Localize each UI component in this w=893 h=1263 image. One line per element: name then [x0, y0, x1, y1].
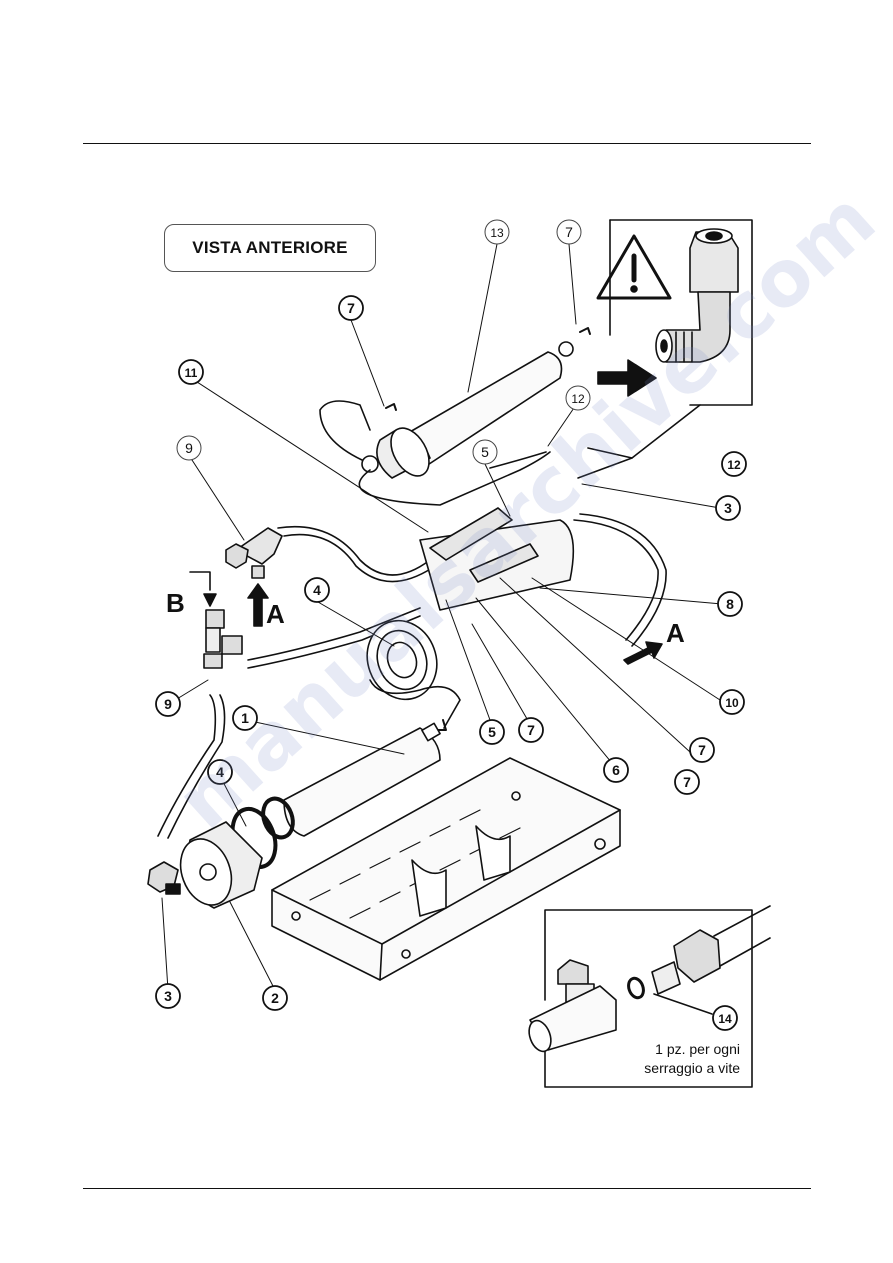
arrow-label-b: B — [166, 588, 185, 618]
flow-arrow-down-icon — [203, 593, 217, 607]
header-rule — [83, 143, 811, 144]
arrow-label-a2: A — [666, 618, 685, 648]
callout-number: 7 — [565, 224, 573, 240]
callout-number: 10 — [725, 696, 739, 710]
callout-c2: 2 — [262, 985, 288, 1011]
callout-number: 7 — [527, 722, 535, 738]
insert-arrow-icon — [597, 359, 657, 397]
callout-circle — [232, 705, 258, 731]
callout-number: 7 — [683, 774, 691, 790]
callout-number: 12 — [727, 458, 741, 472]
callout-c4b: 4 — [207, 759, 233, 785]
callout-c6: 6 — [603, 757, 629, 783]
callout-circle — [338, 295, 364, 321]
callout-circle — [721, 451, 747, 477]
callout-circle — [176, 435, 202, 461]
callout-circle — [155, 691, 181, 717]
callout-circle — [479, 719, 505, 745]
flow-arrow-up-icon — [247, 583, 269, 627]
callout-circle — [304, 577, 330, 603]
callout-c1: 1 — [232, 705, 258, 731]
callout-c12: 12 — [721, 451, 747, 477]
callout-number: 2 — [271, 990, 279, 1006]
ferrule-inset — [528, 905, 771, 1088]
callout-circle — [717, 591, 743, 617]
callout-number: 7 — [698, 742, 706, 758]
callout-number: 3 — [164, 988, 172, 1004]
callout-number: 6 — [612, 762, 620, 778]
callout-c3l: 3 — [155, 983, 181, 1009]
footer-rule — [83, 1188, 811, 1189]
note-line-1: 1 pz. per ogni — [655, 1041, 740, 1057]
callout-circle — [674, 769, 700, 795]
leader-lines — [161, 243, 723, 991]
warning-triangle-icon — [596, 234, 672, 300]
flow-arrow-out-icon — [623, 641, 663, 665]
callout-c3r: 3 — [715, 495, 741, 521]
callout-circle — [155, 983, 181, 1009]
tee-fitting-lower — [189, 571, 243, 669]
callout-c8: 8 — [717, 591, 743, 617]
callout-number: 4 — [313, 582, 321, 598]
callout-c9: 9 — [155, 691, 181, 717]
housing-cap — [147, 821, 263, 909]
callout-c7a: 7 — [338, 295, 364, 321]
callout-c5thin: 5 — [472, 439, 498, 465]
callout-number: 9 — [164, 696, 172, 712]
callout-c11: 11 — [178, 359, 204, 385]
callout-circle — [689, 737, 715, 763]
callout-circle — [262, 985, 288, 1011]
filter-assembly — [366, 507, 575, 731]
arrow-label-a1: A — [266, 599, 285, 629]
callout-number: 13 — [490, 226, 504, 240]
callout-c12thin: 12 — [565, 385, 591, 411]
warning-inset — [577, 219, 753, 479]
callout-c7b: 7 — [518, 717, 544, 743]
elbow-fitting-icon — [655, 228, 739, 363]
view-title: VISTA ANTERIORE — [164, 224, 376, 272]
callout-number: 4 — [216, 764, 224, 780]
callout-circle — [712, 1005, 738, 1031]
callout-circle — [207, 759, 233, 785]
callout-circle — [518, 717, 544, 743]
callout-c13: 13 — [484, 219, 510, 245]
callout-c14: 14 — [712, 1005, 738, 1031]
callout-c7d: 7 — [674, 769, 700, 795]
callout-number: 14 — [718, 1012, 732, 1026]
callout-circle — [484, 219, 510, 245]
callout-number: 8 — [726, 596, 734, 612]
callout-number: 5 — [488, 724, 496, 740]
callout-circle — [565, 385, 591, 411]
callout-circle — [715, 495, 741, 521]
callout-c7c: 7 — [689, 737, 715, 763]
callout-number: 5 — [481, 444, 489, 460]
note-line-2: serraggio a vite — [644, 1060, 740, 1076]
callout-circle — [556, 219, 582, 245]
callout-number: 12 — [571, 392, 585, 406]
tubing — [157, 451, 667, 839]
callout-number: 9 — [185, 440, 193, 456]
callout-number: 11 — [185, 366, 198, 380]
membrane-housing — [319, 327, 591, 506]
tee-fitting-upper — [225, 527, 283, 579]
callout-c4a: 4 — [304, 577, 330, 603]
callout-circle — [178, 359, 204, 385]
callout-c7top: 7 — [556, 219, 582, 245]
callout-c5: 5 — [479, 719, 505, 745]
callout-circle — [603, 757, 629, 783]
callout-number: 1 — [241, 710, 249, 726]
callout-number: 7 — [347, 300, 355, 316]
callout-c10: 10 — [719, 689, 745, 715]
callout-circle — [719, 689, 745, 715]
mounting-bracket — [271, 757, 621, 981]
callout-c9thin: 9 — [176, 435, 202, 461]
callout-circle — [472, 439, 498, 465]
ferrule-note: 1 pz. per ogni serraggio a vite — [598, 1040, 740, 1078]
callout-number: 3 — [724, 500, 732, 516]
filter-cartridge — [230, 722, 441, 870]
